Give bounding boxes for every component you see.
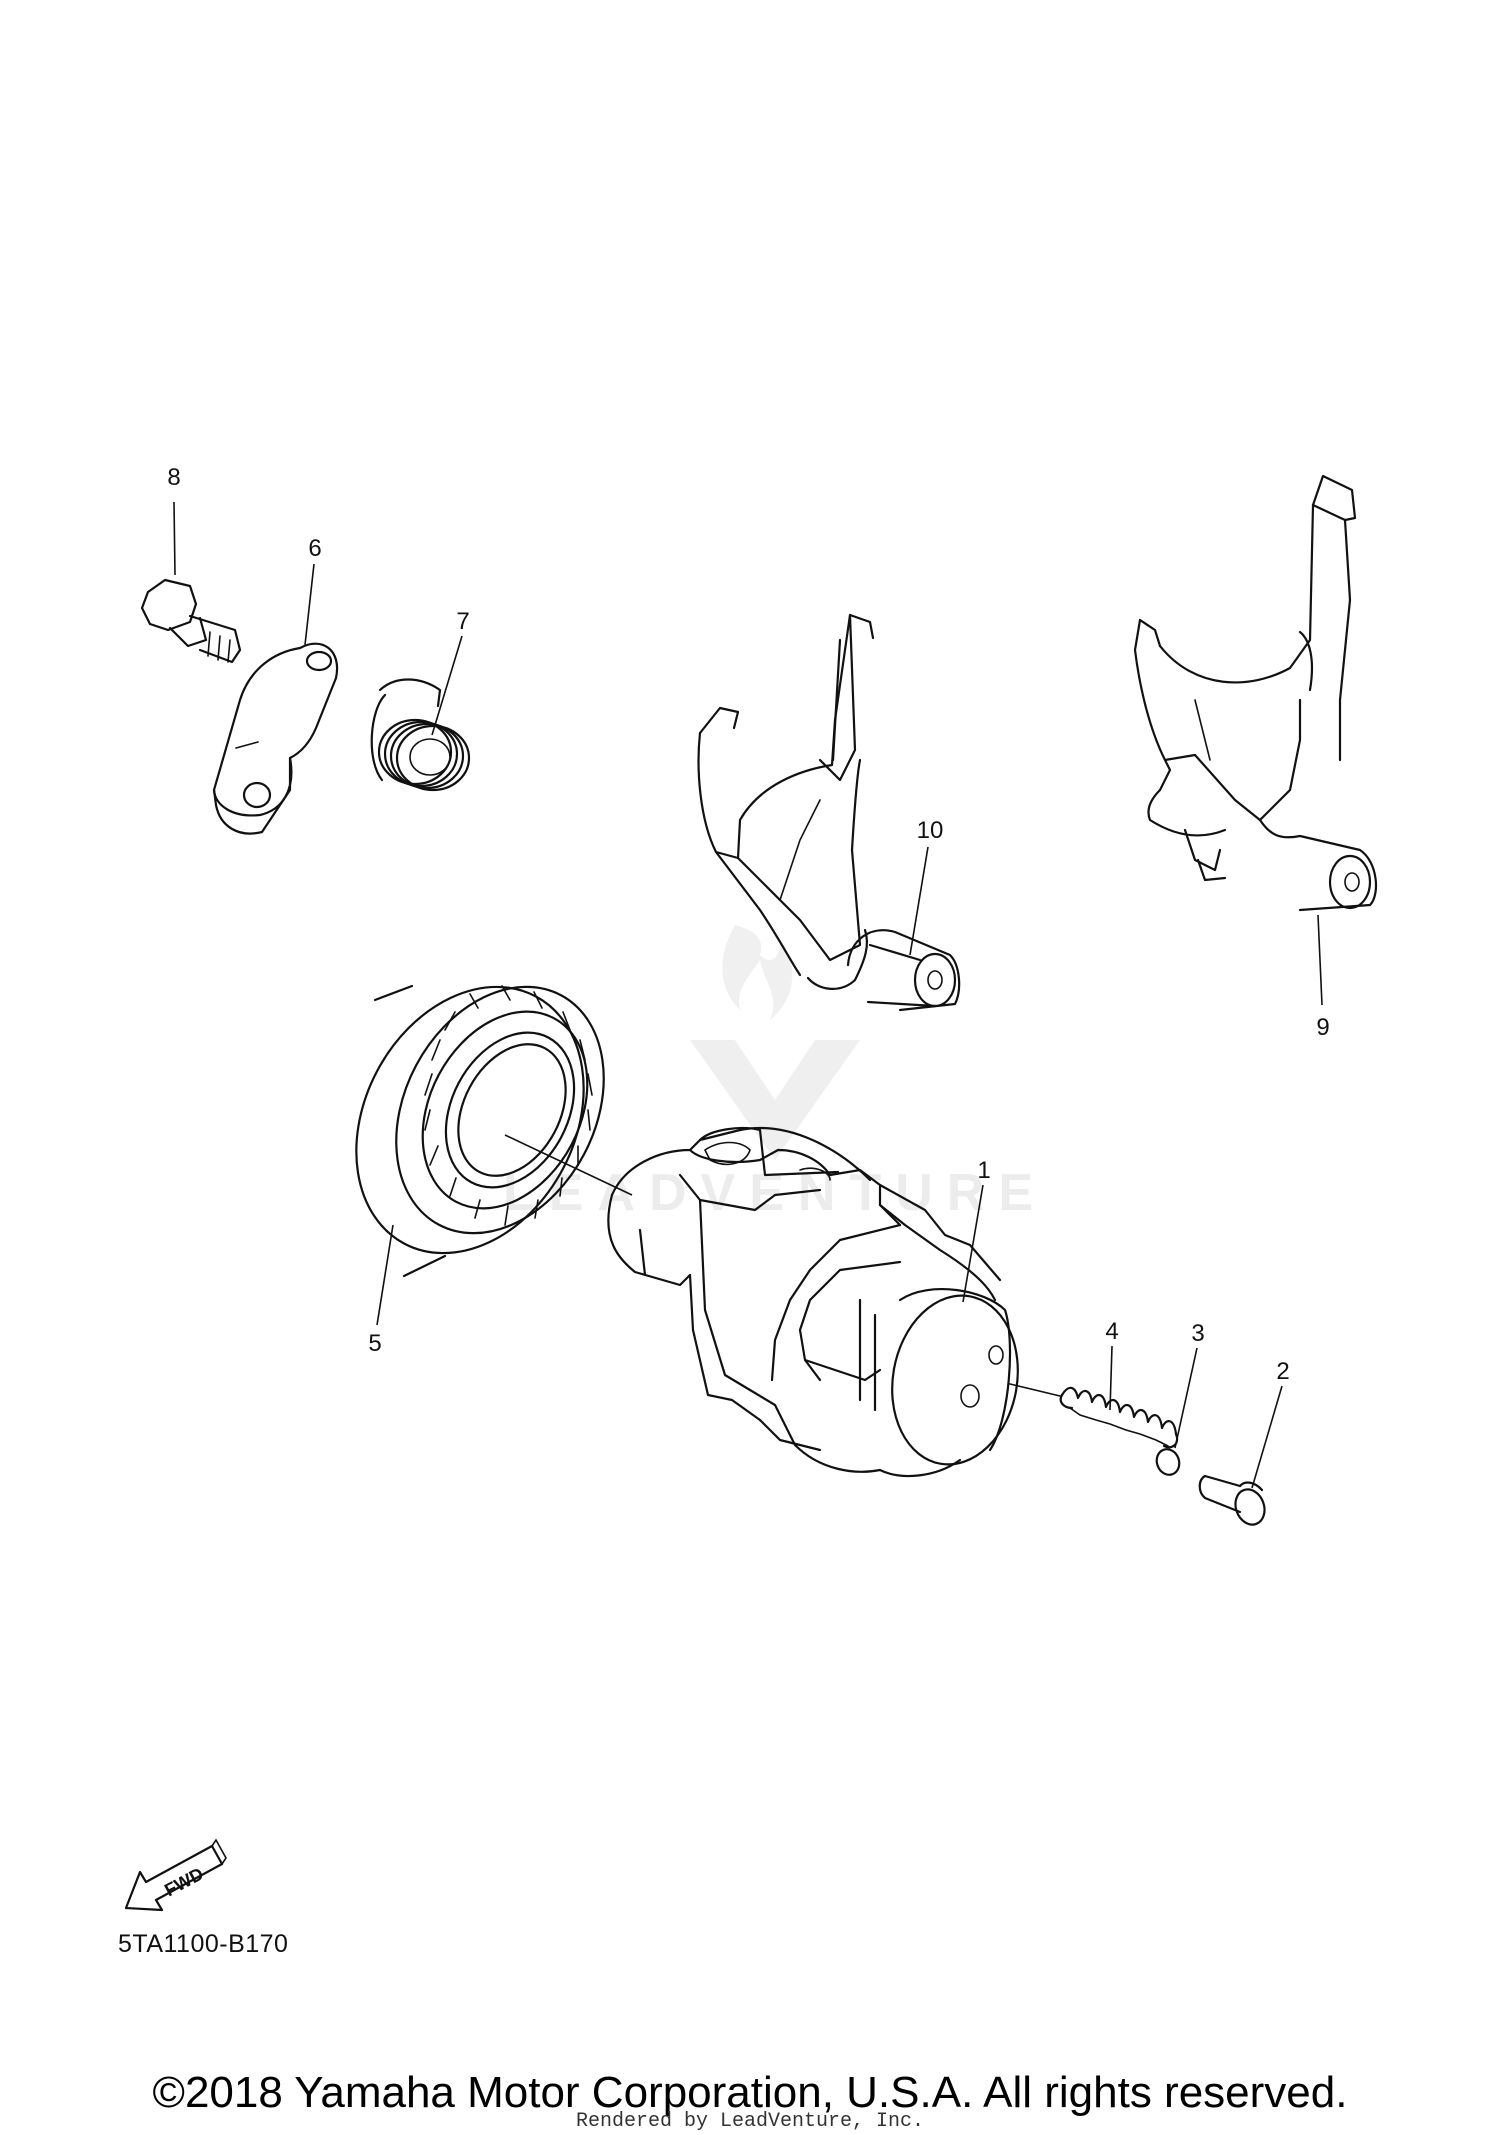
callout-7: 7	[456, 608, 469, 635]
part-9-shift-fork	[1133, 474, 1377, 912]
part-3-o-ring	[1155, 1448, 1181, 1476]
part-2-pin	[1198, 1474, 1266, 1526]
leader-lines	[173, 501, 1323, 1489]
callout-8: 8	[167, 464, 180, 491]
part-6-stopper-lever	[212, 642, 339, 835]
callout-2: 2	[1276, 1358, 1289, 1385]
assembly-axis-line	[1009, 1383, 1061, 1397]
watermark-logo	[690, 925, 860, 1160]
part-4-spring	[1059, 1386, 1179, 1449]
rendered-by-credit: Rendered by LeadVenture, Inc.	[575, 2110, 925, 2133]
callout-3: 3	[1191, 1320, 1204, 1347]
part-10-shift-fork	[697, 613, 961, 1012]
part-7-torsion-spring	[370, 678, 471, 792]
watermark-text: LEADVENTURE	[503, 1164, 1047, 1222]
part-5-bearing	[355, 984, 605, 1278]
fwd-arrow-icon: FWD	[124, 1838, 227, 1912]
diagram-code: 5TA1100-B170	[118, 1930, 289, 1958]
callout-6: 6	[308, 535, 321, 562]
callout-10: 10	[917, 817, 944, 844]
callout-5: 5	[368, 1330, 381, 1357]
callout-9: 9	[1316, 1014, 1329, 1041]
callout-4: 4	[1105, 1318, 1118, 1345]
copyright-notice: ©2018 Yamaha Motor Corporation, U.S.A. A…	[152, 2068, 1348, 2117]
part-8-bolt	[140, 578, 242, 664]
part-1-shift-cam	[607, 1126, 1019, 1478]
callout-1: 1	[977, 1157, 990, 1184]
